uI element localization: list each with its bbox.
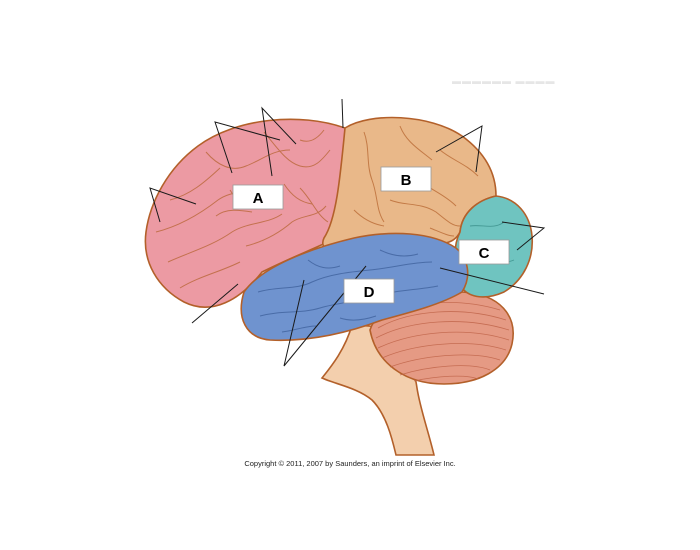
faint-watermark: ▬▬▬▬▬▬ ▬▬▬▬ bbox=[452, 76, 556, 86]
leader-line-frontal-left bbox=[149, 187, 197, 223]
label-b-text: B bbox=[401, 172, 412, 189]
label-d-text: D bbox=[364, 284, 375, 301]
copyright-notice: Copyright © 2011, 2007 by Saunders, an i… bbox=[244, 459, 456, 468]
label-a: A bbox=[232, 184, 284, 210]
leader-line-frontal-top bbox=[214, 121, 281, 174]
leader-line-parietal bbox=[435, 125, 483, 173]
leader-lines bbox=[149, 98, 546, 367]
label-a-text: A bbox=[253, 190, 264, 207]
leader-line-lateral-sulcus bbox=[191, 283, 239, 324]
leader-line-central-sulcus bbox=[341, 98, 344, 129]
label-d: D bbox=[343, 278, 395, 304]
label-b: B bbox=[380, 166, 432, 192]
leader-line-occipital bbox=[501, 221, 546, 251]
leader-line-frontal-upper bbox=[261, 106, 297, 177]
label-c: C bbox=[458, 239, 510, 265]
label-c-text: C bbox=[479, 245, 490, 262]
leader-line-cerebellum bbox=[439, 267, 545, 295]
leader-line-temporal bbox=[283, 265, 367, 367]
